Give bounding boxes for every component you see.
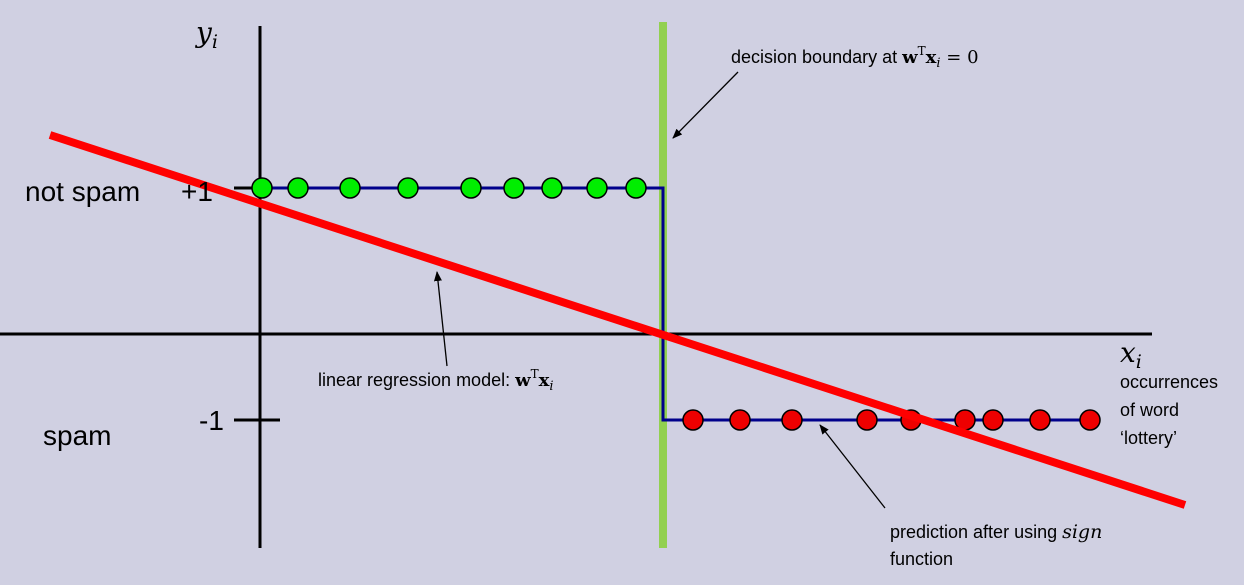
data-point-negative <box>1029 409 1051 431</box>
data-point-positive <box>503 177 525 199</box>
data-point-positive <box>541 177 563 199</box>
data-point-positive <box>251 177 273 199</box>
boundary-annotation: decision boundary at wTxi = 0 <box>731 44 979 71</box>
y-axis-label: yi <box>194 16 218 53</box>
x-axis-caption: occurrences of word ‘lottery’ <box>1120 372 1223 448</box>
data-point-positive <box>625 177 647 199</box>
data-point-negative <box>682 409 704 431</box>
regression-line <box>48 131 1187 509</box>
x-axis-label: xi <box>1120 336 1142 373</box>
data-point-positive <box>287 177 309 199</box>
tick-label-minus-one: -1 <box>199 405 224 436</box>
data-point-negative <box>856 409 878 431</box>
regression-annotation: linear regression model: wTxi <box>318 367 554 394</box>
data-point-positive <box>586 177 608 199</box>
data-point-positive <box>397 177 419 199</box>
data-point-negative <box>781 409 803 431</box>
data-point-negative <box>729 409 751 431</box>
class-label-spam: spam <box>43 420 111 451</box>
boundary-arrow <box>672 71 739 139</box>
regression-arrow <box>433 271 448 367</box>
data-point-negative <box>1079 409 1101 431</box>
prediction-annotation: prediction after using sign function <box>890 521 1107 569</box>
data-point-negative <box>982 409 1004 431</box>
data-point-positive <box>460 177 482 199</box>
class-label-not-spam: not spam <box>25 176 140 207</box>
tick-label-plus-one: +1 <box>181 176 213 207</box>
prediction-arrow <box>819 424 886 509</box>
data-point-positive <box>339 177 361 199</box>
positive-points <box>251 177 647 199</box>
